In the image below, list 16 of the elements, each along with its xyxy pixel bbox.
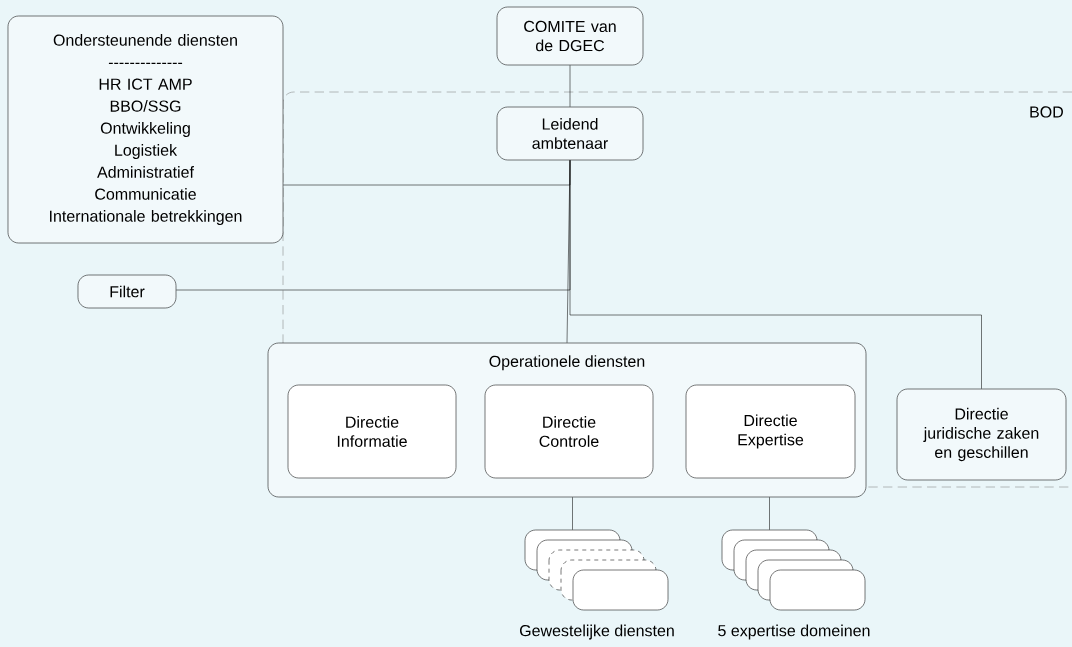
filter-box: Filter [77,274,177,309]
committee-box: COMITE van de DGEC [496,6,644,66]
directorate-box: Directie Controle [484,384,654,479]
directorate-box: Directie Expertise [685,384,856,479]
connector-line [569,65,571,107]
stack-label: 5 expertise domeinen [718,624,870,640]
directorate-box: Directie juridische zaken en geschillen [896,388,1067,481]
service-list-box: Ondersteunende diensten -------------- HR ICT AMP BBO/SSG Ontwikkeling Logistiek Administratief Communicatie Internationale betrekkingen [7,15,284,244]
stack-label: Gewestelijke diensten [520,624,674,640]
connector-line [572,497,573,530]
stacked-boxes [524,529,669,611]
connector-line [569,160,982,389]
directorate-box: Directie Informatie [287,384,457,479]
connector-line [769,497,770,530]
stacked-boxes [721,529,866,611]
official-box: Leidend ambtenaar [496,106,644,161]
